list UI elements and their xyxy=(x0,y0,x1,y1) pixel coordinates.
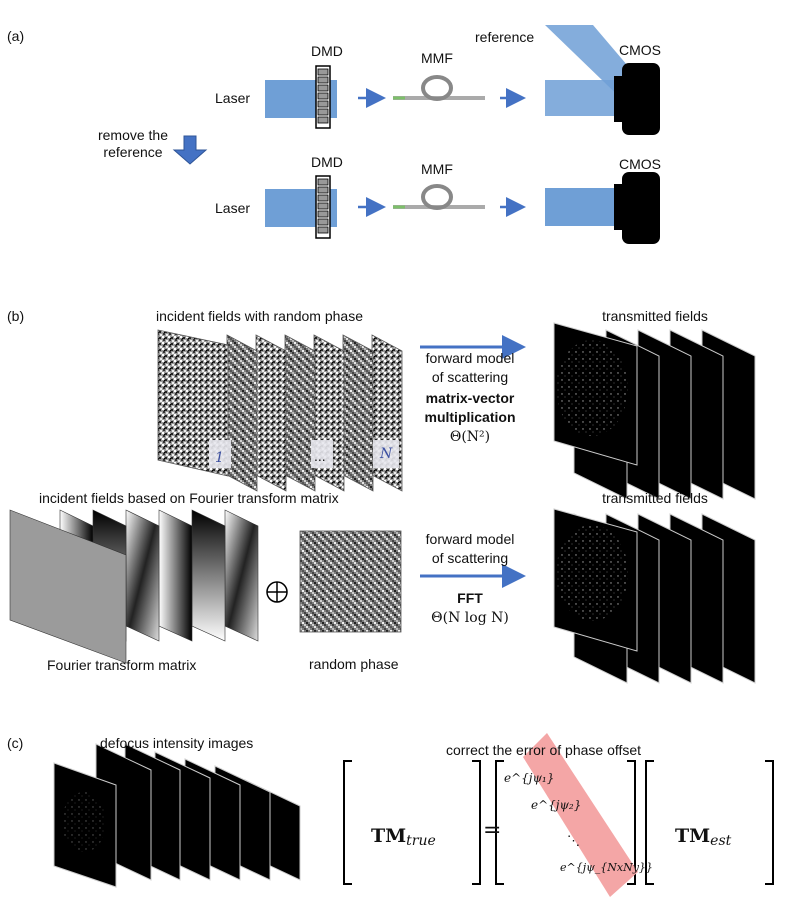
panel-a-label: (a) xyxy=(7,28,25,44)
bracket-diagonal xyxy=(495,760,636,885)
dmd-label-bottom: DMD xyxy=(311,154,343,170)
transmitted-label-bottom: transmitted fields xyxy=(602,490,708,506)
mmf-label-top: MMF xyxy=(421,50,453,66)
diag-psi1: e^{jψ₁} xyxy=(504,771,555,785)
transmitted-stack-bottom xyxy=(553,508,756,684)
forward-bottom-line2: of scattering xyxy=(431,550,509,566)
cmos-top xyxy=(614,63,660,135)
object-beam-bottom xyxy=(545,188,625,226)
cmos-label-bottom: CMOS xyxy=(619,156,661,172)
cmos-bottom xyxy=(614,172,660,244)
dmd-label-top: DMD xyxy=(311,43,343,59)
tm-est-main: TM xyxy=(675,825,711,847)
tm-est: TMest xyxy=(675,825,731,852)
laser-label-top: Laser xyxy=(215,90,251,106)
random-phase-stack xyxy=(157,329,403,492)
panel-c-label: (c) xyxy=(7,735,24,751)
diag-dots: ⋱ xyxy=(567,834,580,849)
object-beam-top xyxy=(545,80,625,116)
forward-top-method-line1: matrix-vector xyxy=(425,390,515,406)
mmf-label-bottom: MMF xyxy=(421,161,453,177)
random-phase-label: random phase xyxy=(309,656,399,672)
transmitted-label-top: transmitted fields xyxy=(602,308,708,324)
laser-label-bottom: Laser xyxy=(215,200,251,216)
forward-bottom-complexity: Θ(N log N) xyxy=(431,610,509,626)
dmd-top xyxy=(315,65,331,129)
remove-label-line2: reference xyxy=(103,144,163,160)
setup-with-reference xyxy=(265,25,660,135)
tm-true: TMtrue xyxy=(371,825,436,852)
mmf-top xyxy=(393,75,485,101)
cmos-label-top: CMOS xyxy=(619,42,661,58)
transmitted-stack-top xyxy=(553,322,756,500)
bracket-tm-true xyxy=(343,760,481,885)
random-first-index: 1 xyxy=(215,450,224,466)
tm-true-sub: true xyxy=(406,833,436,849)
fourier-fields-title: incident fields based on Fourier transfo… xyxy=(39,490,339,506)
equals-sign: = xyxy=(483,818,502,843)
bracket-tm-est xyxy=(645,760,774,885)
fourier-matrix-stack xyxy=(9,509,259,664)
reference-label: reference xyxy=(475,29,535,45)
forward-top-line2: of scattering xyxy=(431,369,509,385)
forward-bottom-method: FFT xyxy=(457,590,483,606)
forward-top-complexity: Θ(N²) xyxy=(449,429,491,445)
random-fields-title: incident fields with random phase xyxy=(156,308,364,324)
random-last-index: N xyxy=(380,446,393,462)
diagonal-highlight xyxy=(523,733,638,897)
mmf-bottom xyxy=(393,184,485,210)
forward-top-method-line2: multiplication xyxy=(424,409,516,425)
panel-b-label: (b) xyxy=(7,308,25,324)
diag-psin: e^{jψ_{NxNy}} xyxy=(560,861,653,874)
random-phase-mask xyxy=(299,530,402,633)
defocus-title: defocus intensity images xyxy=(100,735,254,751)
dmd-bottom xyxy=(315,175,331,239)
random-dots: ... xyxy=(314,448,326,464)
oplus-symbol xyxy=(266,581,288,603)
diag-psi2: e^{jψ₂} xyxy=(531,798,582,812)
remove-reference-arrow xyxy=(172,135,208,165)
tm-true-main: TM xyxy=(371,825,407,847)
defocus-stack xyxy=(53,743,301,888)
remove-label-line1: remove the xyxy=(97,127,169,143)
setup-without-reference xyxy=(265,172,660,244)
forward-top-line1: forward model xyxy=(425,350,515,366)
correct-title: correct the error of phase offset xyxy=(446,742,642,758)
fourier-matrix-label: Fourier transform matrix xyxy=(47,657,197,673)
forward-bottom-line1: forward model xyxy=(425,531,515,547)
tm-est-sub: est xyxy=(710,833,732,849)
